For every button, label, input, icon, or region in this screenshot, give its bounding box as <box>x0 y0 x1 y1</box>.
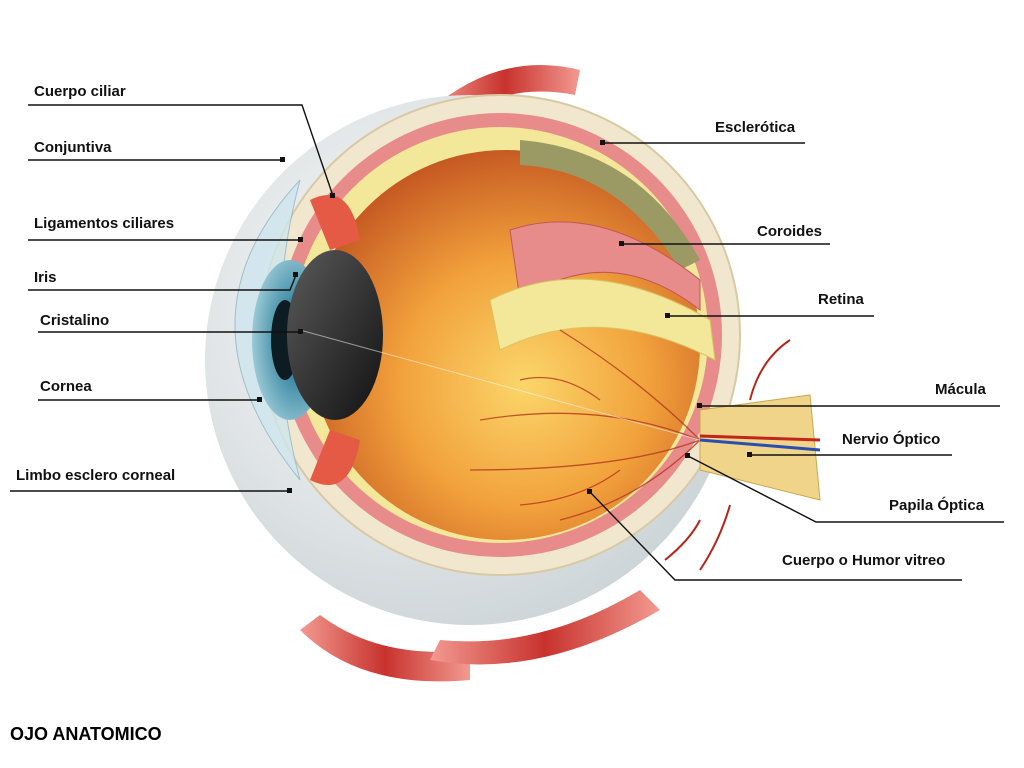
label-nervio-optico: Nervio Óptico <box>842 431 941 448</box>
central-artery <box>699 434 821 442</box>
label-papila-optica: Papila Óptica <box>889 497 985 514</box>
label-conjuntiva: Conjuntiva <box>34 139 112 156</box>
leader-dots <box>257 140 752 494</box>
label-limbo: Limbo esclero corneal <box>16 467 176 484</box>
leader-lines <box>10 104 1004 581</box>
lens-shape <box>287 250 383 420</box>
label-esclerotica: Esclerótica <box>715 119 796 136</box>
cutaway-choroid <box>509 221 701 312</box>
external-vessels <box>664 339 791 571</box>
upper-muscle <box>430 65 580 130</box>
label-cuerpo-humor-vitreo: Cuerpo o Humor vitreo <box>782 552 946 569</box>
label-cornea: Cornea <box>40 378 92 395</box>
label-coroides: Coroides <box>757 223 823 240</box>
cutaway-sclera <box>520 140 700 270</box>
label-macula: Mácula <box>935 381 986 398</box>
retinal-vessels <box>469 329 701 521</box>
optic-nerve <box>699 394 821 501</box>
central-vein <box>699 438 821 452</box>
lower-muscle-left <box>300 615 470 682</box>
ciliary-body <box>310 195 360 250</box>
diagram-title: OJO ANATOMICO <box>10 724 162 744</box>
label-retina: Retina <box>818 291 864 308</box>
label-cuerpo-ciliar: Cuerpo ciliar <box>34 83 126 100</box>
label-iris: Iris <box>34 269 57 286</box>
label-ligamentos-ciliares: Ligamentos ciliares <box>34 215 175 232</box>
label-cristalino: Cristalino <box>40 312 110 329</box>
cutaway-retina <box>489 278 716 361</box>
lower-muscle-right <box>430 590 660 665</box>
